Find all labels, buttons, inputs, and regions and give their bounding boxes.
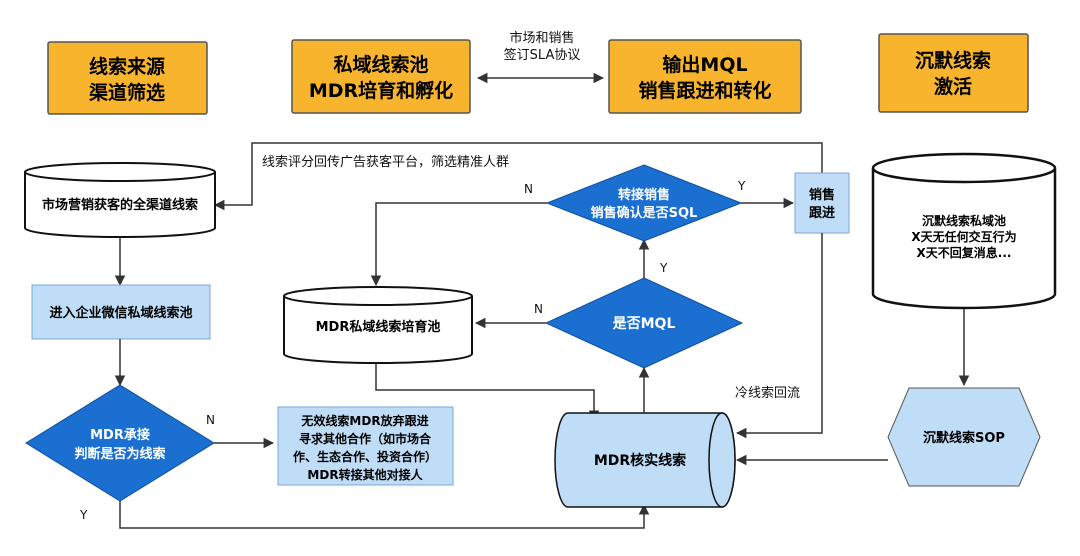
header-output-mql-line1: 输出MQL [662, 53, 747, 76]
nurture-pool-cylinder: MDR私域线索培育池 [283, 286, 473, 364]
to-sales-line1: 转接销售 [618, 187, 670, 203]
dormant-pool-line2: X天无任何交互行为 [911, 229, 1016, 244]
invalid-line1: 无效线索MDR放弃跟进 [300, 413, 428, 428]
wecom-pool-box: 进入企业微信私域线索池 [31, 284, 211, 340]
is-mql-label: 是否MQL [613, 316, 676, 332]
dormant-sop-hexagon: 沉默线索SOP [887, 387, 1041, 487]
dormant-sop-label: 沉默线索SOP [923, 430, 1005, 446]
invalid-line2: 寻求其他合作（如市场合 [299, 431, 432, 446]
mdr-decision-line2: 判断是否为线索 [74, 446, 165, 462]
label-mdr-no: N [206, 413, 215, 427]
dormant-pool-cylinder: 沉默线索私域池 X天无任何交互行为 X天不回复消息... [871, 152, 1057, 310]
sales-follow-line1: 销售 [809, 187, 835, 203]
invalid-lead-box: 无效线索MDR放弃跟进 寻求其他合作（如市场合 作、生态合作、投资合作） MDR… [277, 406, 454, 486]
arrow-sql-no [370, 202, 547, 287]
arrow-cold-return [735, 233, 823, 439]
sales-follow-box: 销售 跟进 [794, 172, 850, 234]
header-lead-source: 线索来源 渠道筛选 [47, 41, 208, 115]
header-dormant-line1: 沉默线索 [915, 49, 991, 72]
feedback-arrow [213, 142, 823, 211]
header-dormant-line2: 激活 [934, 75, 972, 98]
header-private-pool-line1: 私域线索池 [333, 53, 428, 76]
mdr-decision-line1: MDR承接 [90, 427, 150, 443]
sla-note-line2: 签订SLA协议 [504, 47, 581, 63]
wecom-pool-label: 进入企业微信私域线索池 [49, 305, 192, 321]
feedback-label: 线索评分回传广告获客平台，筛选精准人群 [262, 154, 509, 170]
header-lead-source-line2: 渠道筛选 [89, 81, 165, 104]
all-channel-cylinder: 市场营销获客的全渠道线索 [24, 162, 216, 238]
label-mql-yes: Y [659, 261, 668, 275]
sla-note: 市场和销售 签订SLA协议 [504, 30, 581, 63]
is-mql-diamond: 是否MQL [544, 277, 744, 369]
label-mql-no: N [534, 302, 543, 316]
verify-label: MDR核实线索 [594, 452, 686, 469]
header-private-pool: 私域线索池 MDR培育和孵化 [291, 39, 471, 114]
header-dormant: 沉默线索 激活 [878, 33, 1029, 113]
arrow-nurture-to-verify [375, 363, 600, 422]
header-private-pool-line2: MDR培育和孵化 [309, 79, 453, 102]
header-output-mql-line2: 销售跟进和转化 [638, 79, 771, 102]
invalid-line3: 作、生态合作、投资合作） [293, 449, 437, 464]
to-sales-diamond: 转接销售 销售确认是否SQL [545, 164, 743, 242]
invalid-line4: MDR转接其他对接人 [307, 467, 423, 482]
all-channel-label: 市场营销获客的全渠道线索 [42, 197, 198, 213]
sales-follow-line2: 跟进 [809, 206, 835, 221]
sla-note-line1: 市场和销售 [509, 30, 574, 46]
verify-cylinder: MDR核实线索 [554, 412, 736, 508]
label-sql-yes: Y [737, 179, 746, 193]
label-mdr-yes: Y [79, 508, 88, 522]
nurture-pool-label: MDR私域线索培育池 [316, 319, 441, 335]
dormant-pool-line3: X天不回复消息... [917, 245, 1012, 260]
mdr-decision-diamond: MDR承接 判断是否为线索 [25, 384, 215, 502]
arrow-mdr-yes [119, 501, 650, 529]
header-output-mql: 输出MQL 销售跟进和转化 [608, 39, 802, 114]
label-sql-no: N [524, 182, 533, 196]
label-cold-return: 冷线索回流 [735, 386, 800, 401]
to-sales-line2: 销售确认是否SQL [591, 205, 698, 221]
dormant-pool-line1: 沉默线索私域池 [922, 213, 1006, 228]
header-lead-source-line1: 线索来源 [89, 55, 165, 78]
